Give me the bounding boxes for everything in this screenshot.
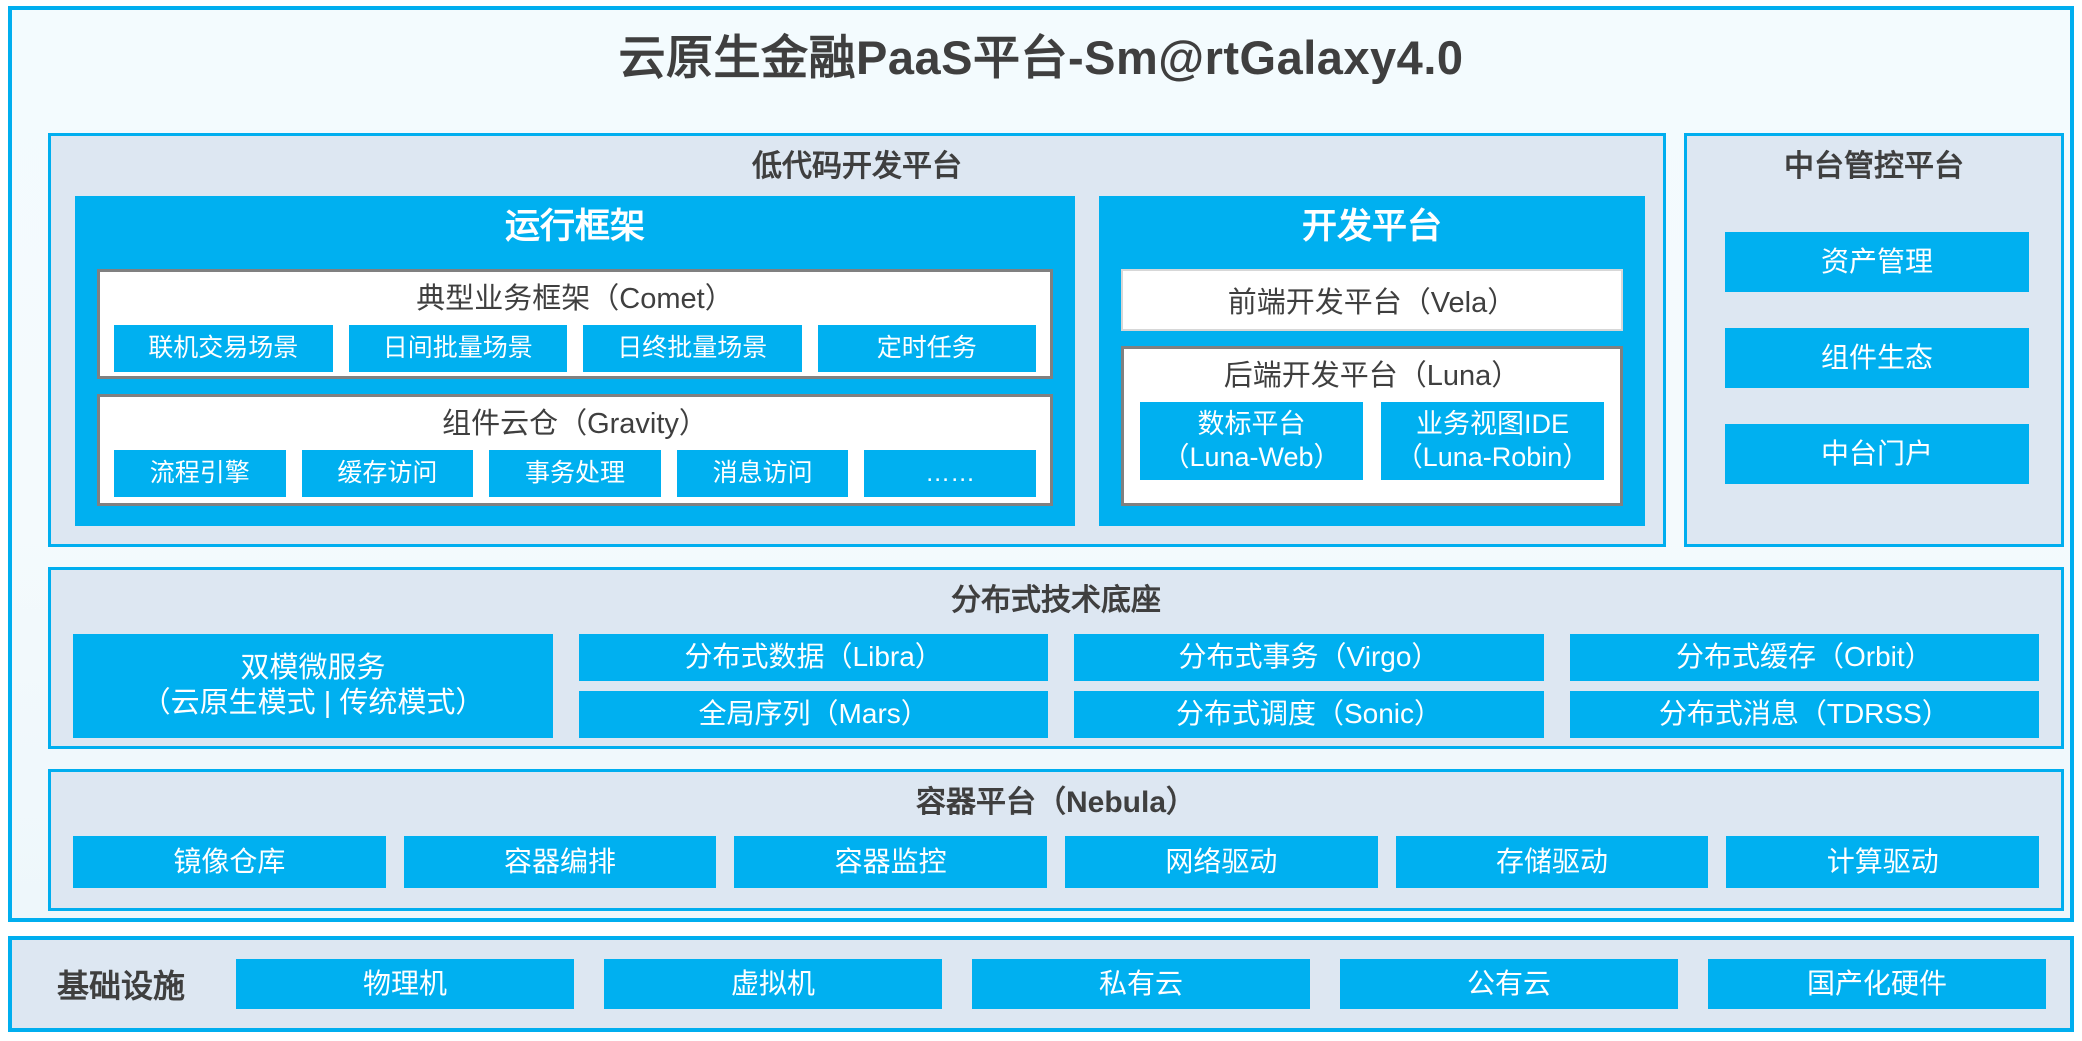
distributed-column-1: 分布式数据（Libra） 全局序列（Mars） xyxy=(579,634,1049,738)
gravity-item[interactable]: 消息访问 xyxy=(676,449,849,497)
runtime-framework-block: 运行框架 典型业务框架（Comet） 联机交易场景 日间批量场景 日终批量场景 … xyxy=(75,196,1075,526)
page-title: 云原生金融PaaS平台-Sm@rtGalaxy4.0 xyxy=(618,31,1464,84)
comet-item[interactable]: 日终批量场景 xyxy=(583,324,802,372)
gravity-item[interactable]: 缓存访问 xyxy=(301,449,474,497)
control-platform-item-component[interactable]: 组件生态 xyxy=(1725,328,2029,388)
luna-item-row: 数标平台 （Luna-Web） 业务视图IDE （Luna-Robin） xyxy=(1124,401,1620,492)
luna-item-luna-web[interactable]: 数标平台 （Luna-Web） xyxy=(1140,401,1363,480)
luna-item-code: （Luna-Web） xyxy=(1162,441,1341,472)
distributed-item-virgo[interactable]: 分布式事务（Virgo） xyxy=(1074,634,1544,681)
distributed-column-3: 分布式缓存（Orbit） 分布式消息（TDRSS） xyxy=(1569,634,2039,738)
dual-mode-name: 双模微服务 xyxy=(240,651,386,684)
control-platform-item-asset[interactable]: 资产管理 xyxy=(1725,232,2029,292)
infrastructure-item-physical[interactable]: 物理机 xyxy=(236,959,574,1009)
infrastructure-panel: 基础设施 物理机 虚拟机 私有云 公有云 国产化硬件 xyxy=(8,936,2074,1032)
lowcode-platform-title: 低代码开发平台 xyxy=(752,150,962,183)
container-item-monitoring[interactable]: 容器监控 xyxy=(734,836,1048,888)
infrastructure-item-public-cloud[interactable]: 公有云 xyxy=(1340,959,1678,1009)
gravity-item[interactable]: 事务处理 xyxy=(489,449,661,497)
comet-item-row: 联机交易场景 日间批量场景 日终批量场景 定时任务 xyxy=(100,324,1050,382)
distributed-base-title: 分布式技术底座 xyxy=(951,584,1161,617)
luna-item-code: （Luna-Robin） xyxy=(1395,441,1590,472)
infrastructure-item-domestic-hardware[interactable]: 国产化硬件 xyxy=(1708,959,2046,1009)
container-item-image-registry[interactable]: 镜像仓库 xyxy=(73,836,386,888)
comet-item[interactable]: 日间批量场景 xyxy=(348,324,567,372)
lowcode-platform-panel: 低代码开发平台 运行框架 典型业务框架（Comet） 联机交易场景 日间批量场景… xyxy=(48,133,1666,547)
dual-mode-modes: （云原生模式 | 传统模式） xyxy=(141,687,485,719)
distributed-column-2: 分布式事务（Virgo） 分布式调度（Sonic） xyxy=(1074,634,1544,738)
dual-mode-microservice[interactable]: 双模微服务 （云原生模式 | 传统模式） xyxy=(73,634,553,738)
infrastructure-label: 基础设施 xyxy=(56,968,185,1004)
infrastructure-item-private-cloud[interactable]: 私有云 xyxy=(972,959,1310,1009)
luna-title: 后端开发平台（Luna） xyxy=(1223,360,1521,392)
control-platform-panel: 中台管控平台 资产管理 组件生态 中台门户 xyxy=(1684,133,2064,547)
luna-item-name: 数标平台 xyxy=(1197,408,1306,439)
distributed-item-tdrss[interactable]: 分布式消息（TDRSS） xyxy=(1569,691,2039,738)
luna-item-luna-robin[interactable]: 业务视图IDE （Luna-Robin） xyxy=(1381,401,1604,480)
development-platform-block: 开发平台 前端开发平台（Vela） 后端开发平台（Luna） 数标平台 （Lun… xyxy=(1099,196,1645,526)
container-platform-title: 容器平台（Nebula） xyxy=(915,786,1197,819)
gravity-item[interactable]: 流程引擎 xyxy=(114,449,286,497)
container-item-compute-driver[interactable]: 计算驱动 xyxy=(1726,836,2040,888)
backend-dev-platform-luna-card: 后端开发平台（Luna） 数标平台 （Luna-Web） 业务视图IDE （Lu… xyxy=(1121,346,1623,506)
gravity-item-row: 流程引擎 缓存访问 事务处理 消息访问 …… xyxy=(100,449,1050,507)
distributed-item-sonic[interactable]: 分布式调度（Sonic） xyxy=(1074,691,1544,738)
runtime-framework-title: 运行框架 xyxy=(504,207,645,246)
distributed-base-grid: 双模微服务 （云原生模式 | 传统模式） 分布式数据（Libra） 全局序列（M… xyxy=(73,634,2039,738)
platform-outer-frame: 云原生金融PaaS平台-Sm@rtGalaxy4.0 低代码开发平台 运行框架 … xyxy=(8,6,2074,922)
distributed-item-libra[interactable]: 分布式数据（Libra） xyxy=(579,634,1049,681)
container-item-orchestration[interactable]: 容器编排 xyxy=(403,836,717,888)
gravity-title: 组件云仓（Gravity） xyxy=(442,408,708,440)
container-item-row: 镜像仓库 容器编排 容器监控 网络驱动 存储驱动 计算驱动 xyxy=(73,836,2040,888)
distributed-base-panel: 分布式技术底座 双模微服务 （云原生模式 | 传统模式） 分布式数据（Libra… xyxy=(48,567,2064,749)
control-platform-item-portal[interactable]: 中台门户 xyxy=(1725,424,2029,484)
container-item-network-driver[interactable]: 网络驱动 xyxy=(1065,836,1378,888)
container-item-storage-driver[interactable]: 存储驱动 xyxy=(1395,836,1709,888)
control-platform-title: 中台管控平台 xyxy=(1784,150,1964,183)
gravity-card: 组件云仓（Gravity） 流程引擎 缓存访问 事务处理 消息访问 …… xyxy=(97,394,1053,506)
distributed-item-mars[interactable]: 全局序列（Mars） xyxy=(579,691,1049,738)
infrastructure-item-virtual[interactable]: 虚拟机 xyxy=(604,959,942,1009)
luna-item-name: 业务视图IDE xyxy=(1415,408,1569,439)
comet-item[interactable]: 联机交易场景 xyxy=(114,324,333,372)
comet-card: 典型业务框架（Comet） 联机交易场景 日间批量场景 日终批量场景 定时任务 xyxy=(97,269,1053,379)
distributed-item-orbit[interactable]: 分布式缓存（Orbit） xyxy=(1569,634,2039,681)
gravity-item-more[interactable]: …… xyxy=(864,449,1036,497)
frontend-dev-platform-vela[interactable]: 前端开发平台（Vela） xyxy=(1121,269,1623,331)
comet-title: 典型业务框架（Comet） xyxy=(416,283,734,315)
comet-item[interactable]: 定时任务 xyxy=(817,324,1036,372)
development-platform-title: 开发平台 xyxy=(1301,207,1442,246)
container-platform-panel: 容器平台（Nebula） 镜像仓库 容器编排 容器监控 网络驱动 存储驱动 计算… xyxy=(48,769,2064,911)
